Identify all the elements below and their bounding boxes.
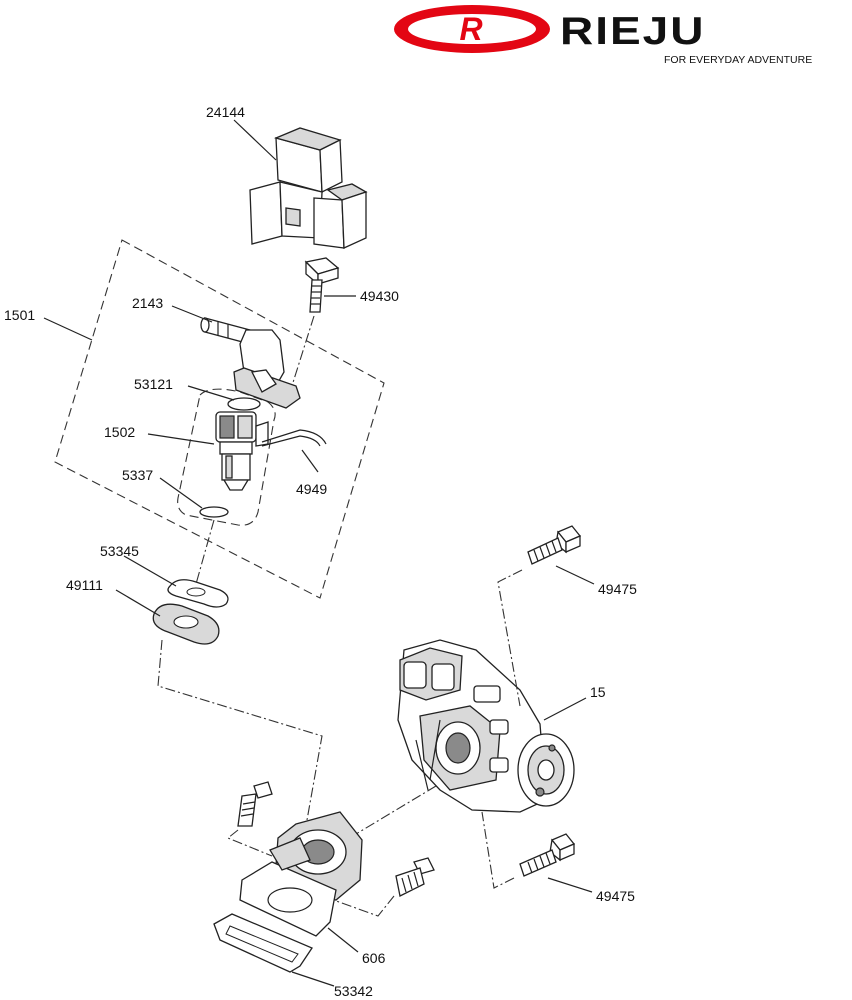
brand-name: RIEJU bbox=[560, 9, 705, 53]
part-label-49475-top: 49475 bbox=[598, 581, 637, 597]
o-ring-53121 bbox=[227, 397, 261, 411]
gasket-53345 bbox=[167, 579, 229, 608]
part-label-15: 15 bbox=[590, 684, 606, 700]
part-label-49475-bottom: 49475 bbox=[596, 888, 635, 904]
part-label-5337: 5337 bbox=[122, 467, 153, 483]
part-label-49430: 49430 bbox=[360, 288, 399, 304]
bolt-intake-left bbox=[237, 781, 273, 827]
holder-49111 bbox=[152, 603, 220, 645]
intake-manifold-606 bbox=[239, 811, 363, 937]
gasket-53342 bbox=[213, 913, 313, 973]
bolt-49475-bottom bbox=[519, 833, 576, 877]
part-label-2143: 2143 bbox=[132, 295, 163, 311]
injector-1502 bbox=[215, 411, 269, 491]
logo-letter: R bbox=[459, 11, 484, 47]
connector-24144 bbox=[249, 127, 368, 249]
part-label-24144: 24144 bbox=[206, 104, 245, 120]
part-label-53121: 53121 bbox=[134, 376, 173, 392]
assembly-1501-outline bbox=[54, 239, 385, 599]
part-label-606: 606 bbox=[362, 950, 386, 966]
subassembly-1502-outline bbox=[177, 388, 276, 526]
bolt-intake-right bbox=[395, 857, 435, 897]
bolt-49430 bbox=[304, 257, 340, 313]
fuel-rail-2143 bbox=[200, 317, 301, 409]
leader-lines bbox=[43, 119, 595, 987]
rieju-logo: R RIEJU FOR EVERYDAY ADVENTURE bbox=[394, 5, 812, 66]
clip-4949 bbox=[261, 429, 327, 447]
part-label-49111: 49111 bbox=[66, 577, 103, 593]
o-ring-5337 bbox=[199, 506, 229, 518]
throttle-body-15 bbox=[397, 639, 575, 813]
brand-tagline: FOR EVERYDAY ADVENTURE bbox=[664, 54, 812, 66]
part-label-1501: 1501 bbox=[4, 307, 35, 323]
part-label-53342: 53342 bbox=[334, 983, 373, 999]
part-label-53345: 53345 bbox=[100, 543, 139, 559]
part-label-4949: 4949 bbox=[296, 481, 327, 497]
bolt-49475-top bbox=[527, 525, 582, 565]
part-label-1502: 1502 bbox=[104, 424, 135, 440]
